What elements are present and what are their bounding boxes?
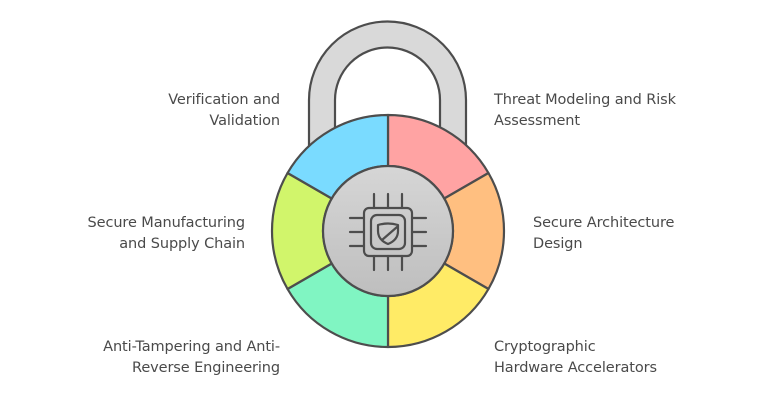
label-secure-architecture: Secure Architecture Design (533, 213, 674, 255)
label-line: Design (533, 236, 583, 252)
lock-hub (321, 164, 455, 298)
label-line: Threat Modeling and Risk (494, 92, 676, 108)
label-line: Hardware Accelerators (494, 360, 657, 376)
lock-wheel (270, 113, 506, 349)
label-line: Verification and (168, 92, 280, 108)
label-secure-manufacturing: Secure Manufacturing and Supply Chain (87, 213, 246, 255)
chip-shield-icon (348, 192, 428, 272)
label-anti-tampering: Anti-Tampering and Anti- Reverse Enginee… (103, 337, 280, 379)
label-cryptographic: Cryptographic Hardware Accelerators (494, 337, 657, 379)
label-line: and Supply Chain (119, 236, 245, 252)
label-line: Secure Manufacturing (87, 215, 246, 231)
label-threat-modeling: Threat Modeling and Risk Assessment (494, 90, 676, 132)
label-line: Anti-Tampering and Anti- (103, 339, 280, 355)
lock-shackle (307, 20, 468, 152)
label-verification: Verification and Validation (168, 90, 280, 132)
shield-icon (376, 222, 400, 246)
label-line: Cryptographic (494, 339, 596, 355)
label-line: Reverse Engineering (132, 360, 280, 376)
label-line: Validation (209, 113, 280, 129)
label-line: Secure Architecture (533, 215, 675, 231)
label-line: Assessment (494, 113, 580, 129)
